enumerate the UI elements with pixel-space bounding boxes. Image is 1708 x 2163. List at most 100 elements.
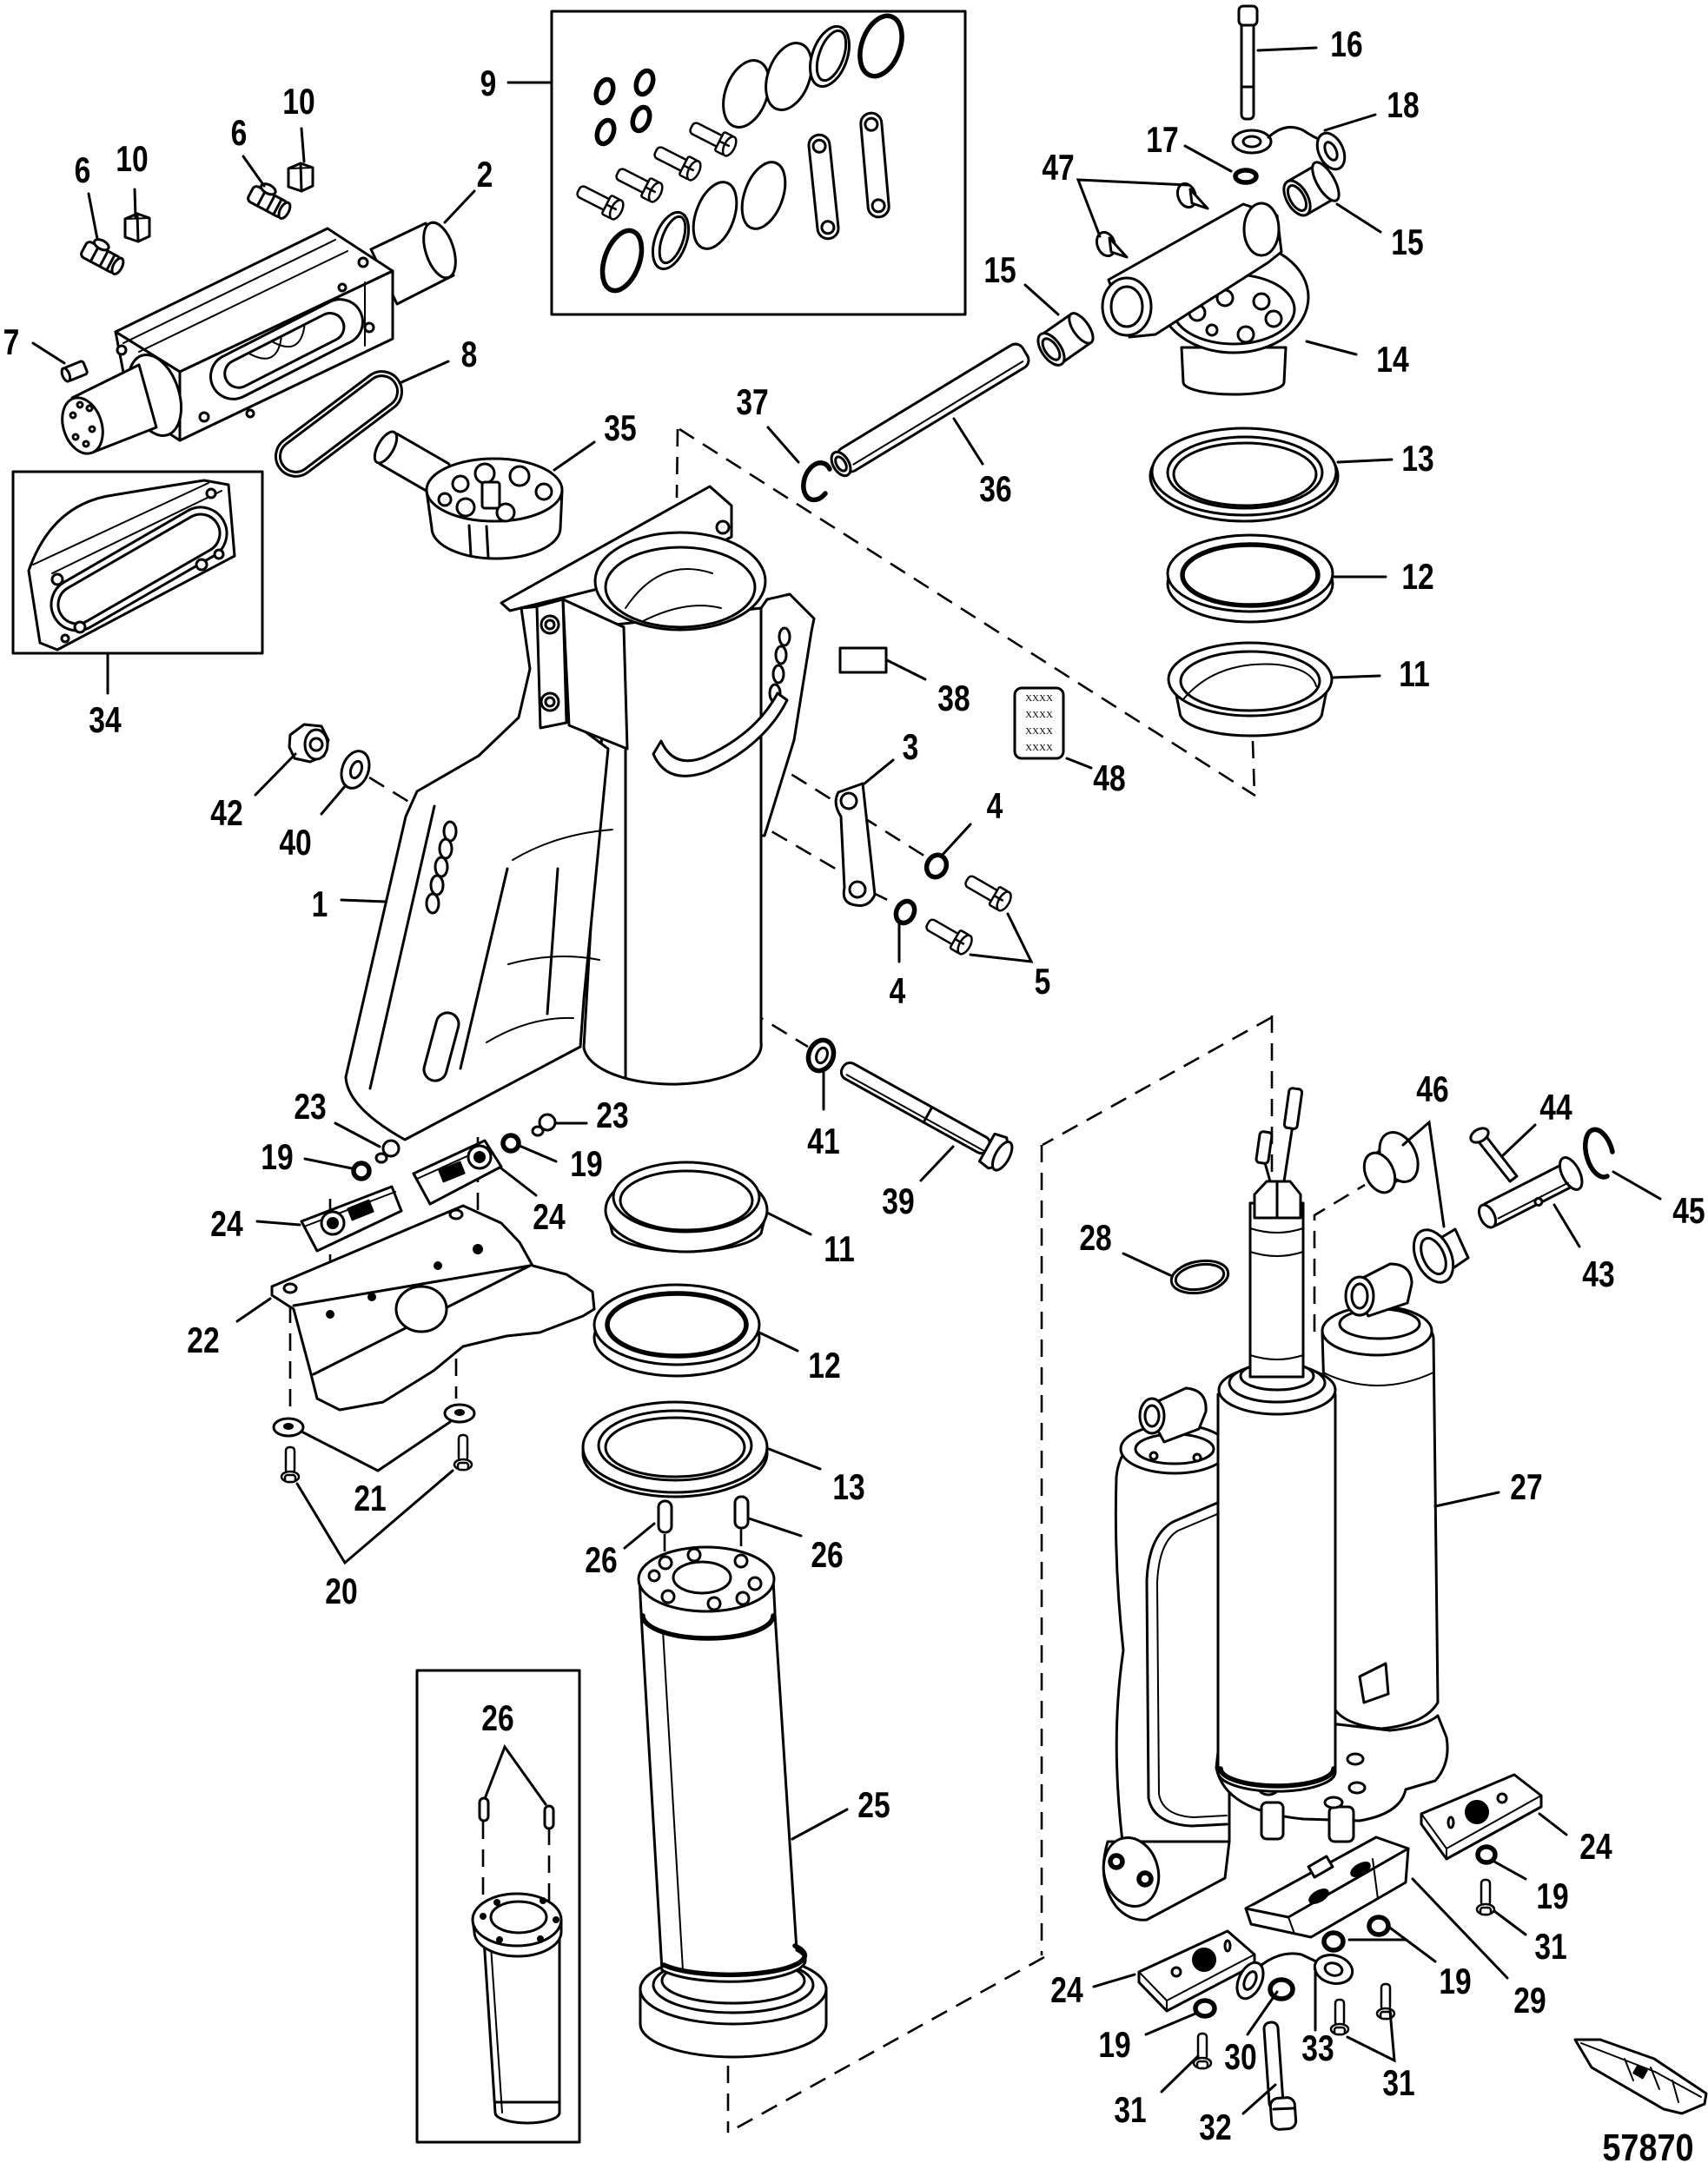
leader-line xyxy=(939,823,972,858)
alternate-cylinder-inset xyxy=(415,1669,581,2144)
dowel-pin-part-26 xyxy=(657,1495,750,1534)
callout-20: 20 xyxy=(325,1572,357,1612)
washer-part-21 xyxy=(272,1403,476,1438)
leader-line xyxy=(31,341,66,365)
callout-12: 12 xyxy=(808,1346,840,1386)
callout-26: 26 xyxy=(481,1699,513,1739)
leader-line xyxy=(1076,178,1190,238)
leader-line xyxy=(1401,1120,1446,1228)
leader-line xyxy=(1330,674,1381,679)
callout-24: 24 xyxy=(210,1205,242,1245)
callout-31: 31 xyxy=(1382,2064,1414,2104)
plate-part-22 xyxy=(270,1204,596,1412)
leader-line xyxy=(1246,1990,1279,2036)
leader-line xyxy=(969,912,1034,963)
callout-39: 39 xyxy=(882,1182,914,1222)
valve-body-part-35 xyxy=(373,430,564,560)
ring-part-13 xyxy=(581,1400,769,1498)
leader-lines xyxy=(31,46,1662,2115)
callout-27: 27 xyxy=(1510,1468,1542,1508)
callout-4: 4 xyxy=(890,972,906,1012)
bolt-part-32 xyxy=(1262,2021,1298,2131)
bushing-part-46 xyxy=(1362,1131,1470,1284)
leader-line xyxy=(1346,2009,1396,2063)
grease-fitting-part-23 xyxy=(374,1139,401,1164)
callout-10: 10 xyxy=(116,140,148,180)
ring-part-13 xyxy=(1149,427,1340,523)
leader-line xyxy=(254,752,297,797)
leader-line xyxy=(1122,1252,1172,1277)
callout-45: 45 xyxy=(1672,1192,1705,1232)
callout-14: 14 xyxy=(1376,341,1408,380)
leader-line xyxy=(300,127,306,163)
callout-19: 19 xyxy=(570,1145,602,1185)
leader-line xyxy=(767,1447,822,1471)
kit-link-plates xyxy=(807,111,890,241)
callout-4: 4 xyxy=(987,787,1003,827)
callout-24: 24 xyxy=(533,1198,565,1238)
callout-11: 11 xyxy=(824,1230,855,1270)
callout-23: 23 xyxy=(596,1096,628,1136)
leader-line xyxy=(553,440,596,472)
callout-17: 17 xyxy=(1146,121,1178,161)
leader-line xyxy=(87,192,99,241)
leader-line xyxy=(1411,1877,1509,1980)
leader-line xyxy=(320,784,348,816)
leader-line xyxy=(747,1517,803,1538)
callout-3: 3 xyxy=(903,728,919,768)
leader-line xyxy=(1612,1170,1662,1201)
callout-5: 5 xyxy=(1035,962,1051,1002)
retaining-ring-part-45 xyxy=(1583,1127,1615,1180)
callout-21: 21 xyxy=(354,1479,386,1519)
bolt-part-39 xyxy=(839,1061,1014,1172)
gasket-part-8 xyxy=(274,370,404,478)
leader-line xyxy=(1023,283,1060,316)
leader-line xyxy=(1552,1203,1581,1248)
callout-25: 25 xyxy=(857,1786,890,1826)
callout-40: 40 xyxy=(279,824,311,863)
inset-frame xyxy=(415,1669,581,2144)
leader-line xyxy=(766,426,800,464)
nut-part-42 xyxy=(288,723,330,764)
callout-19: 19 xyxy=(1098,2026,1130,2066)
leader-line xyxy=(133,188,137,219)
bearing-cup-part-11 xyxy=(604,1161,769,1253)
anode-part-24 xyxy=(412,1139,503,1206)
anode-part-24 xyxy=(300,1185,403,1253)
seal-kit-part-9 xyxy=(550,10,967,316)
leader-line xyxy=(1160,2054,1200,2094)
tube-part-36 xyxy=(830,342,1030,478)
leader-line xyxy=(1493,1860,1527,1881)
seal-ring-part-12 xyxy=(1166,533,1334,624)
leader-line xyxy=(791,1808,849,1841)
leader-line xyxy=(1092,1973,1136,1988)
callout-16: 16 xyxy=(1330,25,1362,65)
bushing-part-15 xyxy=(1282,161,1341,217)
callout-15: 15 xyxy=(1391,223,1423,263)
callout-42: 42 xyxy=(210,794,242,834)
leader-line xyxy=(623,1522,656,1550)
pin-part-7 xyxy=(60,360,89,383)
callout-26: 26 xyxy=(811,1536,843,1576)
leader-line xyxy=(1323,113,1377,132)
callout-8: 8 xyxy=(461,335,478,375)
decal-text-line: XXXX xyxy=(1025,726,1053,737)
leader-line xyxy=(1538,1812,1568,1836)
leader-line xyxy=(340,898,387,903)
callout-2: 2 xyxy=(477,155,493,195)
callout-15: 15 xyxy=(983,251,1016,291)
bolt-part-20 xyxy=(280,1433,473,1484)
callout-24: 24 xyxy=(1050,1971,1082,2011)
trim-tab-part-29 xyxy=(1244,1836,1410,1939)
callout-7: 7 xyxy=(3,323,20,363)
callout-29: 29 xyxy=(1513,1981,1546,2021)
leader-line xyxy=(1183,144,1233,173)
leader-line xyxy=(1336,458,1394,464)
snap-ring-part-37 xyxy=(801,460,832,503)
decal-part-38 xyxy=(838,646,888,674)
callout-41: 41 xyxy=(807,1122,839,1162)
callout-33: 33 xyxy=(1301,2029,1334,2069)
leader-line xyxy=(443,189,476,224)
callout-48: 48 xyxy=(1093,759,1125,799)
